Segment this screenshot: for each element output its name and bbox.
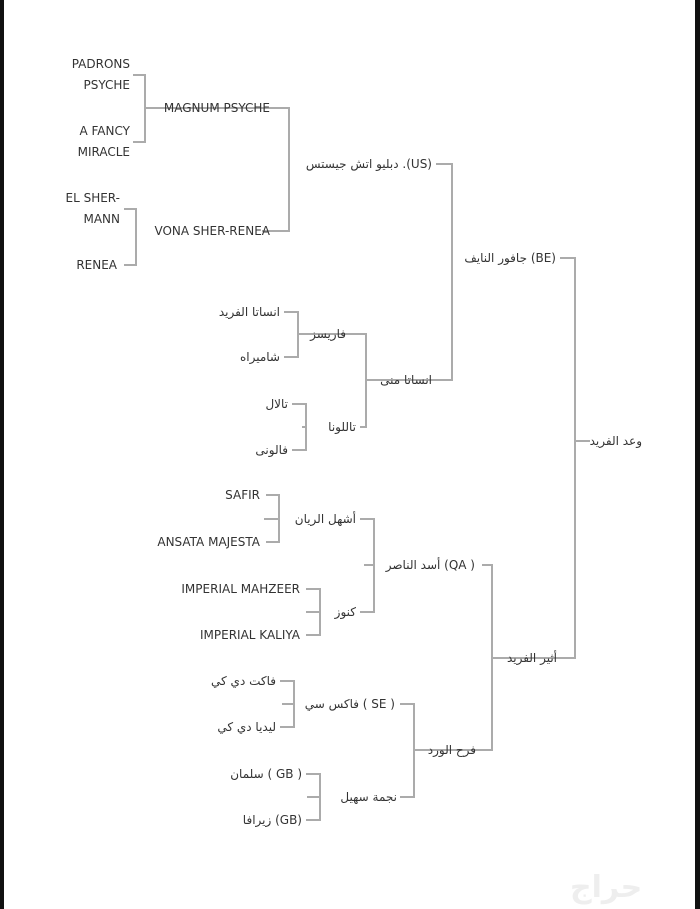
connector-dam <box>482 564 560 751</box>
horse-sds: فاريسز <box>310 327 346 341</box>
horse-sssd: A FANCY MIRACLE <box>77 124 130 159</box>
horse-sire-sire: دبليو اتش جيستس .(US) <box>305 157 432 171</box>
horse-dsds: IMPERIAL MAHZEER <box>181 582 300 596</box>
horse-dssd: ANSATA MAJESTA <box>157 535 260 549</box>
horse-sire-dam: انساتا منى <box>380 373 432 387</box>
connector-dsd <box>306 588 321 636</box>
connector-ssd <box>124 208 275 266</box>
horse-dsdd: IMPERIAL KALIYA <box>200 628 300 642</box>
horse-dam: أثير الفريد <box>506 651 557 665</box>
connector-ds <box>360 518 375 613</box>
horse-ssss: PADRONS PSYCHE <box>71 57 130 92</box>
connector-sss <box>133 74 275 143</box>
connector-sd <box>350 333 436 428</box>
horse-dam-dam: فرح الورد <box>427 743 476 757</box>
horse-sdd: تاللونا <box>328 420 356 434</box>
connector-sds <box>284 311 350 358</box>
watermark-logo: حراج <box>570 870 643 905</box>
right-border <box>695 0 700 909</box>
connector-dss <box>264 494 280 543</box>
horse-ddd: نجمة سهيل <box>340 790 397 804</box>
horse-ddss: فاكت دي كي <box>211 674 276 688</box>
horse-ddsd: ليديا دي كي <box>217 720 276 734</box>
horse-root: وعد الفريد <box>589 434 642 448</box>
horse-sddd: فالونی <box>255 443 288 457</box>
connector-ddd <box>306 773 321 821</box>
horse-sdss: انساتا الفريد <box>218 305 280 319</box>
horse-dam-sire: أسد الناصر (QA ) <box>385 558 475 572</box>
horse-dsss: SAFIR <box>225 488 260 502</box>
left-border <box>0 0 4 909</box>
horse-dddd: زيرافا (GB) <box>242 813 302 827</box>
connector-sire <box>436 163 575 381</box>
horse-sss: MAGNUM PSYCHE <box>163 101 270 115</box>
horse-ssds: EL SHER- MANN <box>65 191 121 226</box>
horse-ssdd: RENEA <box>76 258 117 272</box>
connector-root <box>560 257 590 659</box>
horse-dsd: كنوز <box>334 605 356 619</box>
connector-sdd <box>292 403 307 451</box>
horse-ddds: سلمان ( GB ) <box>230 767 302 781</box>
horse-sire: جافور النايف (BE) <box>464 251 556 265</box>
horse-ssd: VONA SHER-RENEA <box>154 224 270 238</box>
horse-sdsd: شاميراه <box>239 350 280 364</box>
horse-dss: أشهل الريان <box>294 512 356 526</box>
connector-ss <box>275 107 452 232</box>
horse-dds: فاكس سي ( SE ) <box>304 697 395 711</box>
horse-sdds: تالال <box>265 397 288 411</box>
connector-dd <box>400 703 482 798</box>
connector-dds <box>280 680 295 728</box>
